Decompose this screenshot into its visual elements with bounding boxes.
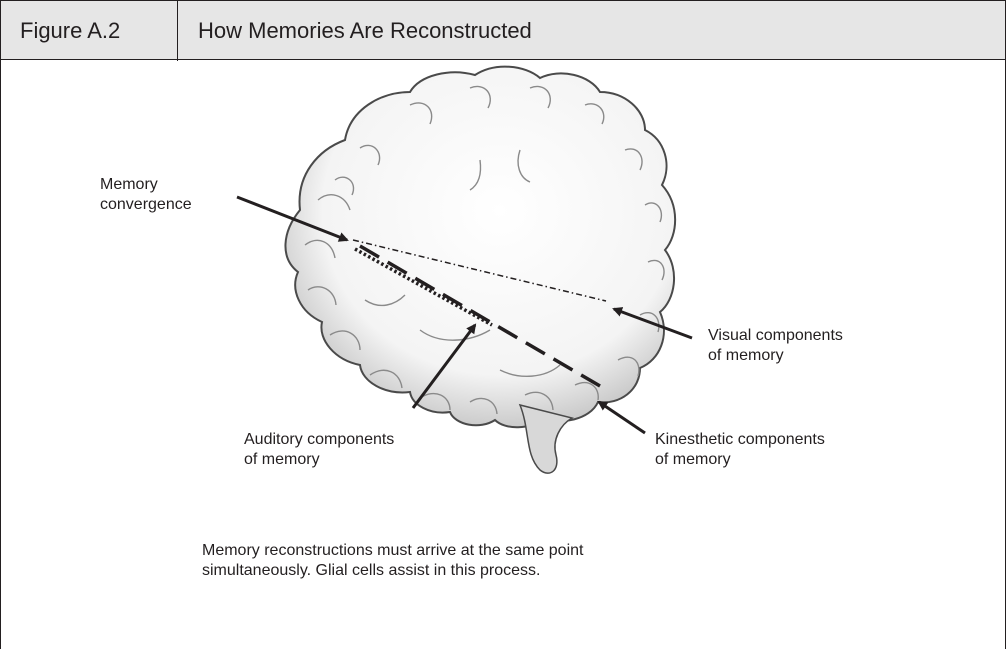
- kinesthetic-arrow: [599, 402, 645, 433]
- brain-outline: [285, 67, 675, 428]
- kinesthetic-components-label: Kinesthetic components of memory: [655, 430, 825, 470]
- visual-components-label: Visual components of memory: [708, 326, 843, 366]
- memory-convergence-label: Memory convergence: [100, 175, 192, 215]
- auditory-components-label: Auditory components of memory: [244, 430, 394, 470]
- figure-caption: Memory reconstructions must arrive at th…: [202, 541, 583, 581]
